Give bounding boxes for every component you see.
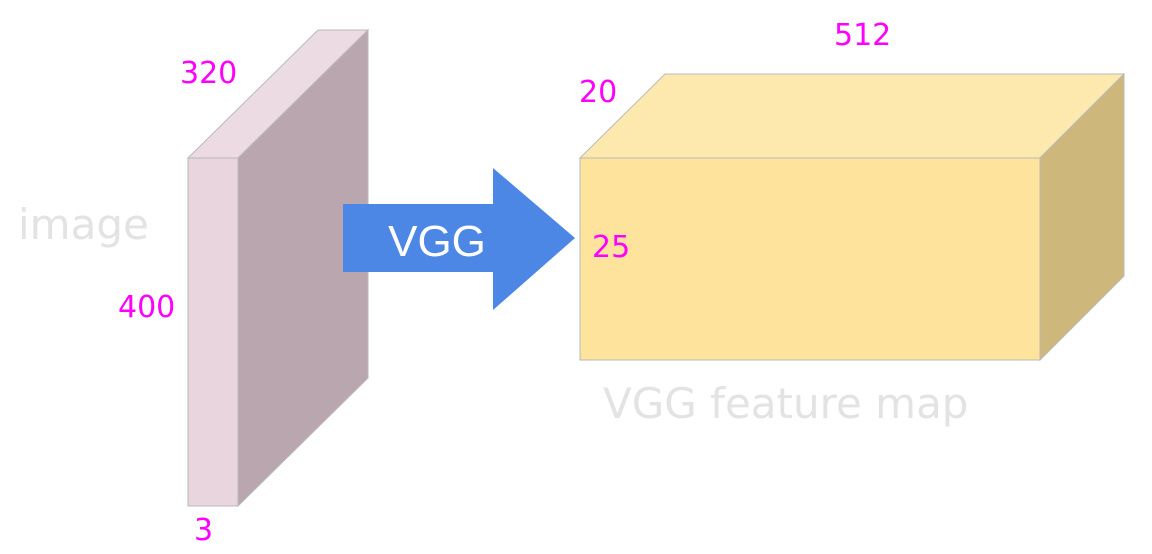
image-height-label: 400 bbox=[118, 290, 175, 325]
feature-map-front-face bbox=[579, 157, 1041, 361]
image-title: image bbox=[18, 200, 149, 249]
vgg-arrow: VGG bbox=[343, 168, 575, 310]
feature-depth-label: 20 bbox=[579, 75, 617, 110]
feature-width-label: 512 bbox=[834, 18, 891, 53]
image-width-label: 320 bbox=[180, 56, 237, 91]
feature-height-label: 25 bbox=[592, 230, 630, 265]
image-slab-front-face bbox=[187, 157, 239, 507]
feature-map-box bbox=[578, 72, 1126, 362]
feature-map-top-face bbox=[578, 73, 1126, 159]
arrow-label: VGG bbox=[388, 217, 486, 266]
image-slab bbox=[186, 28, 370, 508]
arrow-shape bbox=[343, 168, 575, 310]
image-depth-label: 3 bbox=[194, 513, 213, 548]
feature-map-title: VGG feature map bbox=[603, 379, 968, 428]
